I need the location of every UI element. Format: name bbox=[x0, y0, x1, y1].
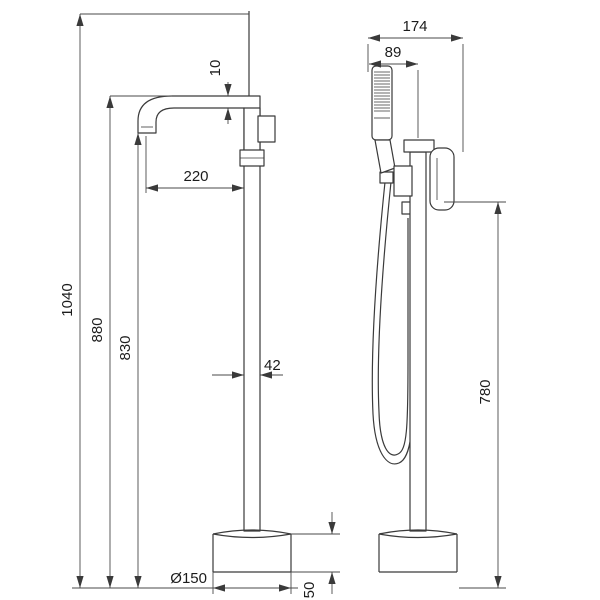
dim-base-diameter: Ø150 bbox=[170, 570, 292, 594]
dim-label-base-diameter: Ø150 bbox=[170, 570, 207, 587]
handshower-bracket bbox=[393, 165, 413, 197]
spout-outline bbox=[137, 95, 261, 151]
front-dimensions: 1040 880 830 220 bbox=[59, 13, 340, 598]
front-handle bbox=[257, 115, 276, 143]
side-view bbox=[371, 65, 458, 573]
side-dimensions: 174 89 780 bbox=[367, 18, 506, 589]
side-lever-handle bbox=[429, 147, 455, 211]
handshower-face-hatch bbox=[374, 71, 390, 112]
dim-spout-tube: 10 bbox=[207, 60, 232, 124]
handshower-handle bbox=[374, 139, 396, 174]
dim-label-outlet-height: 830 bbox=[117, 335, 134, 360]
extension-ticks bbox=[212, 572, 292, 594]
dim-total-height: 1040 bbox=[59, 13, 249, 588]
extension-lines bbox=[291, 533, 340, 573]
dim-spout-height: 880 bbox=[89, 95, 172, 588]
dim-overall-depth: 174 bbox=[367, 18, 464, 152]
dim-label-total-height: 1040 bbox=[59, 283, 76, 316]
riser-column bbox=[243, 107, 261, 532]
valve-cap bbox=[403, 139, 435, 153]
dim-column-width: 42 bbox=[212, 357, 283, 379]
dim-label-spout-tube: 10 bbox=[207, 60, 224, 77]
dim-label-column-width: 42 bbox=[264, 357, 281, 374]
dim-hose-height: 780 bbox=[444, 201, 506, 589]
dim-outlet-height: 830 bbox=[117, 133, 142, 588]
dim-label-handshower-offset: 89 bbox=[385, 44, 402, 61]
hose-inner-strand bbox=[377, 181, 409, 456]
front-view bbox=[137, 11, 292, 573]
side-base bbox=[378, 529, 458, 573]
front-base bbox=[212, 529, 292, 573]
dim-label-hose-height: 780 bbox=[477, 379, 494, 404]
hose-top-connector bbox=[379, 171, 394, 184]
dim-handshower-offset: 89 bbox=[369, 44, 419, 138]
dim-spout-reach: 220 bbox=[145, 136, 244, 193]
dim-label-spout-reach: 220 bbox=[183, 168, 208, 185]
dim-label-overall-depth: 174 bbox=[402, 18, 427, 35]
dim-label-spout-height: 880 bbox=[89, 317, 106, 342]
side-riser-column bbox=[409, 151, 427, 532]
handshower-head bbox=[371, 65, 393, 141]
dim-label-base-height: 50 bbox=[301, 582, 318, 599]
dim-base-height: 50 bbox=[291, 512, 340, 598]
